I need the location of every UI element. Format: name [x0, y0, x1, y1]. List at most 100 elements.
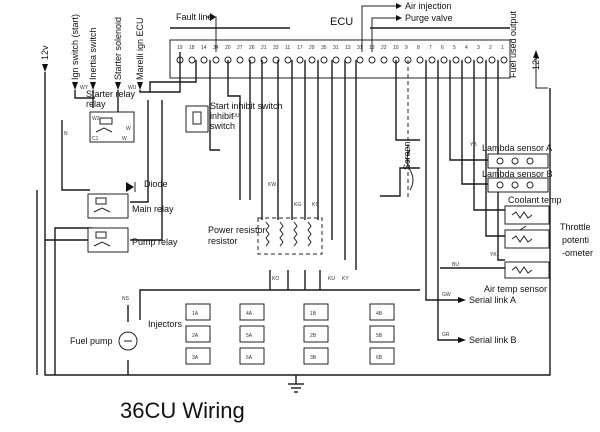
purge-valve-label: Purge valve: [405, 13, 453, 23]
ecu-pin-number: 26: [249, 45, 255, 51]
inertia-switch-label: Inertia switch: [88, 27, 98, 80]
ecu-pin-number: 11: [285, 45, 290, 51]
coolant-temp-label: Coolant temp: [508, 195, 562, 205]
svg-text:switch: switch: [210, 121, 235, 131]
air-temp-label: Air temp sensor: [484, 284, 547, 294]
ecu-pin: [332, 56, 340, 64]
ecu-pin: [380, 56, 388, 64]
ecu-pin-number: 8: [417, 45, 420, 51]
ecu-pin: [464, 56, 472, 64]
ecu-pin-number: 1: [501, 45, 504, 51]
wire-code-gw: GW: [442, 292, 451, 298]
ecu-pin-number: 27: [237, 45, 243, 51]
ecu-pin: [212, 56, 220, 64]
ecu-pin-number: 6: [441, 45, 444, 51]
main-relay-label: Main relay: [132, 204, 174, 214]
injector-label: 5B: [376, 333, 383, 339]
injector-label: 6A: [246, 355, 253, 361]
wire-code-gr: GR: [442, 332, 450, 338]
injector-label: 4A: [246, 311, 253, 317]
injector: [369, 325, 395, 343]
svg-text:C1: C1: [92, 136, 99, 142]
ecu-pin-number: 21: [261, 45, 267, 51]
svg-text:W: W: [126, 126, 131, 132]
wire-code-kg: KG: [294, 202, 301, 208]
air-injection-label: Air injection: [405, 1, 452, 11]
lambda-sensor-a: [487, 153, 549, 169]
ecu-pin: [236, 56, 244, 64]
injector: [239, 325, 265, 343]
injector-label: 5A: [246, 333, 253, 339]
injector-label: 1B: [310, 311, 317, 317]
ecu-pin-number: 18: [189, 45, 195, 51]
ecu-pin-number: 7: [429, 45, 432, 51]
ecu-pin-number: 13: [345, 45, 351, 51]
ecu-pin-number: 3: [477, 45, 480, 51]
power-resistor-label: Power resistor: [208, 225, 266, 235]
svg-text:W2: W2: [92, 116, 100, 122]
ecu-label: ECU: [330, 16, 353, 28]
main-relay: [87, 193, 129, 219]
ecu-pin-number: 33: [273, 45, 279, 51]
ecu-pin: [428, 56, 436, 64]
wire-code-ns: NS: [122, 296, 130, 302]
wire-code-yb: YB: [470, 142, 477, 148]
injector: [303, 347, 329, 365]
throttle-pot-label: Throttle: [560, 222, 591, 232]
wire-code-ko: KO: [272, 276, 279, 282]
wire-code-ku: KU: [328, 276, 335, 282]
wire-code-kw: KW: [268, 182, 276, 188]
ecu-pin-number: 29: [309, 45, 315, 51]
v12-left-label: 12v: [40, 45, 50, 60]
injector: [303, 303, 329, 321]
ecu-pin: [308, 56, 316, 64]
ign-switch-label: Ign switch (start): [70, 14, 80, 80]
svg-text:potenti: potenti: [562, 235, 589, 245]
wire-code-ou: OU: [232, 113, 240, 119]
injector: [239, 347, 265, 365]
wire-code-ky: KY: [342, 276, 349, 282]
screen-label: Screen: [402, 141, 412, 170]
injector: [185, 347, 211, 365]
injector-label: 3B: [310, 355, 317, 361]
injector-label: 4B: [376, 311, 383, 317]
injector-label: 3A: [192, 355, 199, 361]
ecu-pin: [248, 56, 256, 64]
diode-label: Diode: [144, 179, 168, 189]
wire-code-wu: WU: [128, 85, 137, 91]
injector: [369, 347, 395, 365]
ecu-pin: [452, 56, 460, 64]
fuel-pump-label: Fuel pump: [70, 336, 113, 346]
power-resistor: [257, 217, 323, 255]
wire-code-wy: WY: [80, 85, 89, 91]
injector-label: 1A: [192, 311, 199, 317]
ecu-pin-number: 20: [225, 45, 231, 51]
pump-relay: [87, 227, 129, 253]
pump-relay-label: Pump relay: [132, 237, 178, 247]
lambda-sensor-b-label: Lambda sensor B: [482, 169, 553, 179]
svg-text:relay: relay: [86, 99, 106, 109]
start-inhibit-switch-label: Start inhibit switch: [210, 101, 283, 111]
ecu-pin: [188, 56, 196, 64]
ecu-pin-number: 9: [405, 45, 408, 51]
wire-code-ks: KS: [312, 202, 319, 208]
ecu-pin: [416, 56, 424, 64]
svg-text:inhibit: inhibit: [210, 111, 234, 121]
ecu-pin-number: 19: [177, 45, 183, 51]
ecu-pin-number: 35: [321, 45, 327, 51]
throttle-potentiometer: [504, 225, 550, 249]
starter-solenoid-label: Starter solenoid: [113, 17, 123, 80]
ecu-pin-number: 2: [489, 45, 492, 51]
injector-label: 6B: [376, 355, 383, 361]
ecu-pin: [476, 56, 484, 64]
wire-code-n: N: [64, 131, 68, 137]
wire-code-yk: YK: [490, 252, 497, 258]
ecu-pin: [500, 56, 508, 64]
injector-label: 2A: [192, 333, 199, 339]
wire-code-bu: BU: [452, 262, 459, 268]
lambda-sensor-a-label: Lambda sensor A: [482, 143, 552, 153]
ecu-pin: [200, 56, 208, 64]
